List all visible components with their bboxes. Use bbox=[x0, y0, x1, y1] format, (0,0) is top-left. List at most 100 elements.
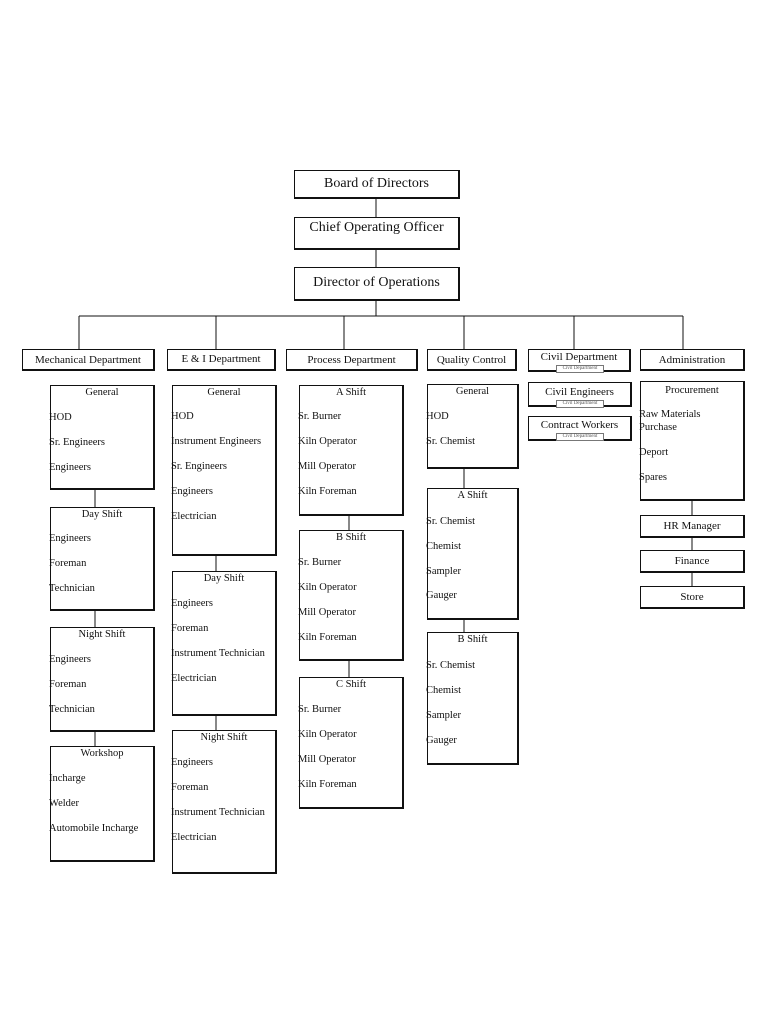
mechanical-night-shift-panel: Night Shift Engineers Foreman Technician bbox=[49, 627, 155, 732]
hr-manager-label: HR Manager bbox=[663, 520, 721, 532]
panel-item: Foreman bbox=[49, 679, 87, 690]
store-label: Store bbox=[680, 591, 704, 603]
panel-item: HOD bbox=[49, 412, 72, 423]
panel-item: HOD bbox=[171, 411, 194, 422]
administration-label: Administration bbox=[658, 354, 726, 366]
director-of-operations-box: Director of Operations bbox=[294, 267, 460, 301]
board-of-directors-label: Board of Directors bbox=[324, 176, 429, 191]
panel-item: Deport bbox=[639, 447, 669, 458]
panel-title: Day Shift bbox=[203, 573, 245, 584]
quality-general-panel: General HOD Sr. Chemist bbox=[426, 384, 519, 469]
panel-item: Foreman bbox=[171, 623, 209, 634]
panel-item: Spares bbox=[639, 472, 667, 483]
mechanical-workshop-panel: Workshop Incharge Welder Automobile Inch… bbox=[49, 746, 155, 862]
mechanical-department-box: Mechanical Department bbox=[22, 349, 155, 371]
panel-item: Incharge bbox=[49, 773, 86, 784]
panel-item: Gauger bbox=[426, 590, 457, 601]
panel-item: Sr. Burner bbox=[298, 704, 342, 715]
panel-title: General bbox=[455, 386, 490, 397]
panel-item: Technician bbox=[49, 583, 95, 594]
panel-title: B Shift bbox=[335, 532, 367, 543]
ei-general-panel: General HOD Instrument Engineers Sr. Eng… bbox=[171, 385, 277, 556]
panel-item: Technician bbox=[49, 704, 95, 715]
civil-department-label: Civil Department bbox=[540, 351, 618, 363]
ei-department-label: E & I Department bbox=[181, 353, 261, 365]
panel-item: Engineers bbox=[49, 654, 91, 665]
mechanical-general-panel: General HOD Sr. Engineers Engineers bbox=[49, 385, 155, 490]
chief-operating-officer-box: Chief Operating Officer bbox=[294, 217, 460, 250]
contract-workers-tag: Civil Department bbox=[556, 433, 604, 441]
panel-item: Raw Materials bbox=[639, 409, 701, 420]
ei-night-shift-panel: Night Shift Engineers Foreman Instrument… bbox=[171, 730, 277, 874]
panel-title: General bbox=[85, 387, 119, 398]
finance-label: Finance bbox=[674, 555, 710, 567]
panel-item: Engineers bbox=[49, 462, 91, 473]
panel-item: Instrument Engineers bbox=[171, 436, 262, 447]
panel-item: Welder bbox=[49, 798, 80, 809]
panel-item: Mill Operator bbox=[298, 754, 357, 765]
panel-item: Chemist bbox=[426, 541, 462, 552]
panel-item: Sr. Burner bbox=[298, 411, 342, 422]
quality-control-label: Quality Control bbox=[436, 354, 507, 366]
process-c-shift-panel: C Shift Sr. Burner Kiln Operator Mill Op… bbox=[298, 677, 404, 809]
panel-item: Instrument Technician bbox=[171, 807, 265, 818]
contract-workers-tag-text: Civil Department bbox=[562, 434, 598, 439]
process-department-label: Process Department bbox=[307, 354, 396, 366]
civil-engineers-tag-text: Civil Department bbox=[562, 401, 598, 406]
civil-engineers-label: Civil Engineers bbox=[545, 386, 614, 398]
panel-item: HOD bbox=[426, 411, 449, 422]
panel-title: B Shift bbox=[457, 634, 488, 645]
panel-item: Instrument Technician bbox=[171, 648, 265, 659]
quality-control-box: Quality Control bbox=[427, 349, 517, 371]
panel-item: Sr. Chemist bbox=[426, 436, 476, 447]
chief-operating-officer-label: Chief Operating Officer bbox=[309, 220, 444, 235]
finance-box: Finance bbox=[640, 550, 745, 573]
panel-item: Kiln Foreman bbox=[298, 632, 357, 643]
panel-title: Day Shift bbox=[81, 509, 123, 520]
civil-department-tag: Civil Department bbox=[556, 365, 604, 373]
panel-item: Engineers bbox=[49, 533, 91, 544]
panel-item: Sampler bbox=[426, 710, 461, 721]
panel-title: General bbox=[207, 387, 241, 398]
panel-item: Kiln Operator bbox=[298, 436, 357, 447]
store-box: Store bbox=[640, 586, 745, 609]
panel-item: Foreman bbox=[171, 782, 209, 793]
panel-item: Mill Operator bbox=[298, 461, 357, 472]
administration-box: Administration bbox=[640, 349, 745, 371]
panel-item: Automobile Incharge bbox=[49, 823, 139, 834]
hr-manager-box: HR Manager bbox=[640, 515, 745, 538]
panel-item: Engineers bbox=[171, 757, 213, 768]
panel-item: Sr. Engineers bbox=[49, 437, 105, 448]
mechanical-department-label: Mechanical Department bbox=[35, 354, 141, 366]
panel-item: Electrician bbox=[171, 832, 217, 843]
panel-item: Kiln Operator bbox=[298, 582, 357, 593]
panel-title: A Shift bbox=[457, 490, 488, 501]
panel-title: Workshop bbox=[80, 748, 124, 759]
procurement-panel: Procurement Raw Materials Purchase Depor… bbox=[639, 381, 745, 501]
panel-title: Night Shift bbox=[78, 629, 126, 640]
process-a-shift-panel: A Shift Sr. Burner Kiln Operator Mill Op… bbox=[298, 385, 404, 516]
contract-workers-label: Contract Workers bbox=[540, 419, 619, 431]
panel-item: Sr. Chemist bbox=[426, 660, 476, 671]
panel-item: Mill Operator bbox=[298, 607, 357, 618]
process-b-shift-panel: B Shift Sr. Burner Kiln Operator Mill Op… bbox=[298, 530, 404, 661]
panel-item: Sr. Engineers bbox=[171, 461, 227, 472]
civil-department-tag-text: Civil Department bbox=[562, 366, 598, 371]
mechanical-day-shift-panel: Day Shift Engineers Foreman Technician bbox=[49, 507, 155, 611]
panel-item: Kiln Foreman bbox=[298, 779, 357, 790]
ei-department-box: E & I Department bbox=[167, 349, 276, 371]
process-department-box: Process Department bbox=[286, 349, 418, 371]
panel-item: Chemist bbox=[426, 685, 462, 696]
panel-item: Engineers bbox=[171, 486, 213, 497]
board-of-directors-box: Board of Directors bbox=[294, 170, 460, 199]
panel-item: Purchase bbox=[639, 422, 677, 433]
panel-item: Electrician bbox=[171, 673, 217, 684]
civil-engineers-tag: Civil Department bbox=[556, 400, 604, 408]
panel-title: A Shift bbox=[335, 387, 367, 398]
director-of-operations-label: Director of Operations bbox=[313, 275, 440, 290]
ei-day-shift-panel: Day Shift Engineers Foreman Instrument T… bbox=[171, 571, 277, 716]
panel-item: Foreman bbox=[49, 558, 87, 569]
panel-title: Night Shift bbox=[200, 732, 248, 743]
panel-item: Electrician bbox=[171, 511, 217, 522]
